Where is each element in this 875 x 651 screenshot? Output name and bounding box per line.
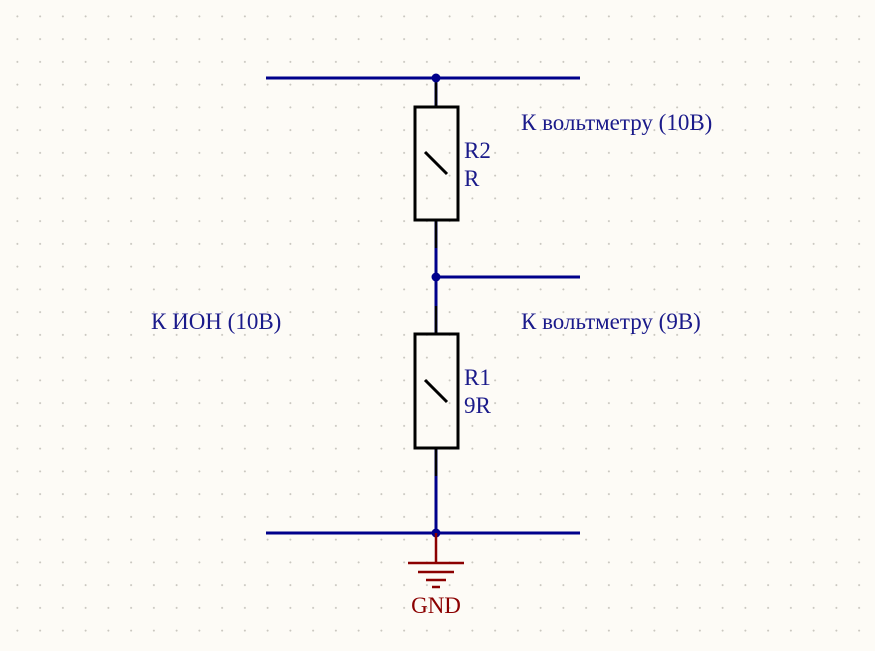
r1-value: 9R (464, 393, 492, 418)
variable-slash (423, 378, 449, 404)
resistor-r1[interactable] (413, 332, 460, 450)
r1-designator: R1 (464, 365, 491, 390)
gnd-label: GND (411, 593, 461, 618)
junction-mid (431, 272, 441, 282)
voltmeter-mid-label: К вольтметру (9В) (521, 309, 701, 334)
ion-label: К ИОН (10В) (151, 309, 281, 334)
ground-symbol-icon[interactable] (408, 533, 464, 589)
wires (266, 76, 580, 535)
resistor-icon (413, 332, 460, 450)
resistor-r2[interactable] (413, 105, 460, 222)
resistor-icon (413, 105, 460, 222)
junction-top (431, 73, 441, 83)
variable-slash (423, 150, 449, 176)
r2-designator: R2 (464, 138, 491, 163)
voltmeter-top-label: К вольтметру (10В) (521, 110, 712, 135)
r2-value: R (464, 166, 480, 191)
